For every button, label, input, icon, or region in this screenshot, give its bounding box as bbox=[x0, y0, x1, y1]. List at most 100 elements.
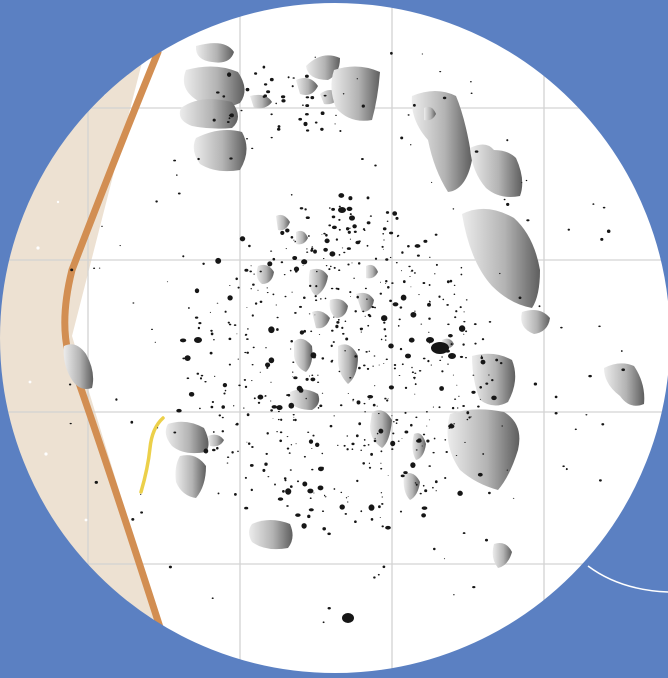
particle bbox=[354, 355, 358, 358]
particle bbox=[292, 255, 298, 261]
particle bbox=[321, 510, 325, 513]
particle bbox=[150, 328, 154, 331]
particle bbox=[131, 518, 135, 521]
particle bbox=[434, 480, 438, 484]
particle bbox=[235, 422, 239, 426]
particle bbox=[204, 380, 207, 383]
particle bbox=[246, 351, 249, 354]
particle bbox=[451, 406, 455, 410]
particle bbox=[465, 330, 468, 333]
particle bbox=[432, 406, 434, 408]
particle bbox=[421, 513, 426, 518]
particle bbox=[63, 344, 94, 389]
particle bbox=[479, 386, 483, 389]
particle bbox=[306, 251, 309, 253]
particle bbox=[356, 292, 374, 312]
particle bbox=[353, 230, 357, 234]
particle bbox=[210, 332, 214, 336]
particle bbox=[480, 359, 486, 365]
particle bbox=[368, 350, 371, 352]
particle bbox=[361, 104, 365, 108]
particle bbox=[331, 329, 334, 332]
particle bbox=[470, 416, 472, 418]
particle bbox=[378, 428, 384, 434]
particle bbox=[291, 85, 294, 88]
particle bbox=[308, 313, 311, 315]
particle bbox=[265, 362, 271, 368]
particle bbox=[277, 410, 280, 413]
particle bbox=[398, 318, 401, 321]
particle bbox=[506, 469, 508, 471]
particle bbox=[290, 389, 320, 410]
particle bbox=[325, 264, 328, 267]
particle bbox=[292, 419, 295, 421]
particle bbox=[355, 240, 361, 245]
particle bbox=[247, 442, 251, 445]
particle bbox=[248, 244, 251, 248]
particle bbox=[224, 389, 227, 392]
particle bbox=[422, 281, 426, 285]
particle bbox=[317, 374, 319, 376]
particle bbox=[280, 230, 285, 235]
particle bbox=[269, 77, 274, 82]
particle bbox=[179, 99, 238, 129]
particle bbox=[299, 207, 304, 210]
particle bbox=[310, 96, 315, 100]
particle bbox=[446, 280, 450, 284]
particle bbox=[294, 311, 297, 314]
particle bbox=[246, 307, 248, 308]
particle bbox=[353, 277, 355, 279]
particle bbox=[414, 372, 417, 375]
particle bbox=[290, 339, 293, 343]
particle bbox=[419, 492, 422, 495]
particle bbox=[346, 247, 351, 250]
particle bbox=[381, 502, 384, 505]
particle bbox=[400, 294, 407, 301]
particle bbox=[244, 351, 247, 354]
particle bbox=[306, 248, 308, 250]
particle bbox=[327, 607, 331, 610]
particle bbox=[363, 402, 366, 405]
particle bbox=[331, 225, 337, 230]
particle bbox=[257, 394, 264, 400]
particle bbox=[405, 353, 411, 359]
particle bbox=[364, 315, 366, 317]
particle bbox=[344, 320, 347, 323]
particle bbox=[442, 298, 445, 301]
particle bbox=[455, 454, 458, 457]
particle bbox=[379, 281, 382, 283]
particle bbox=[293, 376, 298, 380]
particle bbox=[410, 311, 417, 318]
particle bbox=[393, 367, 396, 370]
particle bbox=[296, 385, 303, 391]
particle bbox=[338, 228, 341, 231]
particle bbox=[526, 219, 530, 222]
particle bbox=[264, 462, 268, 466]
particle bbox=[336, 321, 340, 324]
particle bbox=[382, 565, 386, 569]
particle bbox=[203, 448, 209, 454]
particle bbox=[400, 474, 405, 478]
particle bbox=[277, 497, 284, 501]
particle bbox=[354, 520, 357, 523]
particle bbox=[400, 136, 404, 140]
particle bbox=[439, 359, 442, 361]
particle bbox=[319, 404, 323, 408]
particle bbox=[321, 234, 323, 236]
particle bbox=[329, 251, 336, 257]
particle bbox=[492, 543, 512, 568]
particle bbox=[360, 331, 362, 333]
particle bbox=[313, 356, 316, 359]
particle bbox=[439, 386, 444, 391]
particle bbox=[342, 93, 345, 95]
particle bbox=[228, 114, 232, 117]
particle bbox=[424, 106, 436, 121]
particle bbox=[312, 310, 330, 329]
particle bbox=[389, 256, 392, 259]
particle bbox=[491, 378, 494, 382]
particle bbox=[280, 95, 286, 99]
particle bbox=[328, 224, 332, 227]
particle bbox=[442, 96, 447, 100]
particle bbox=[334, 123, 336, 125]
